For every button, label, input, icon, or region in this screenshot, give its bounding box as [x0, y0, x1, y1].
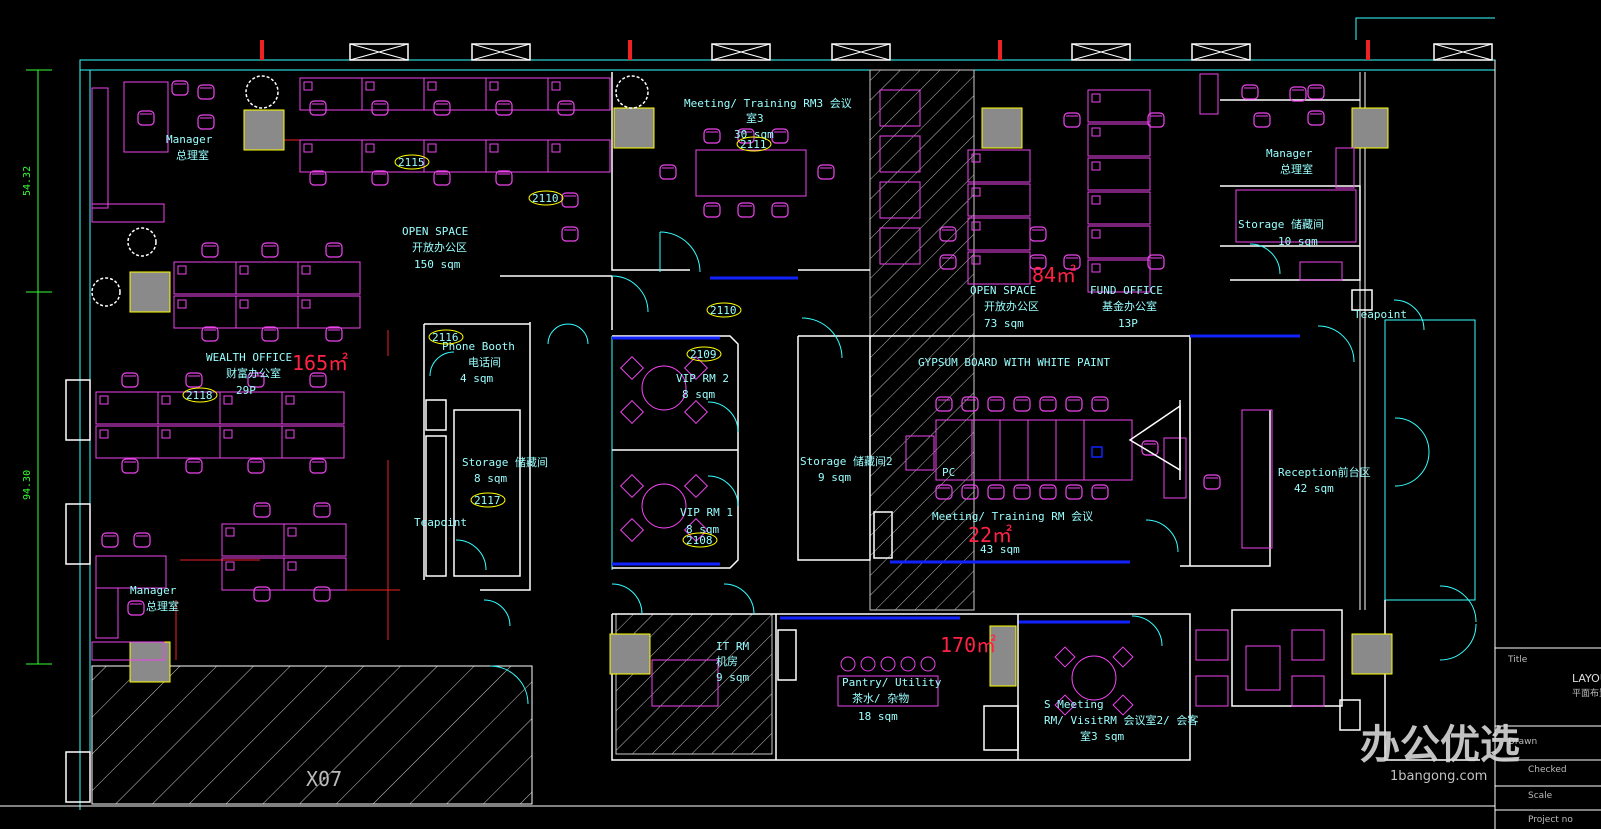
- tag-2117: 2117: [474, 494, 501, 507]
- label-pc: PC: [942, 466, 955, 479]
- tb-scale: Scale: [1528, 791, 1553, 801]
- area-meeting: 22㎡: [968, 523, 1012, 547]
- tb-title: Title: [1507, 655, 1528, 665]
- tag-2108: 2108: [686, 534, 713, 547]
- label-gypsum: GYPSUM BOARD WITH WHITE PAINT: [918, 356, 1110, 369]
- hatch-label: X07: [306, 767, 342, 791]
- building-columns: [129, 107, 1393, 687]
- tb-layout: LAYOU: [1572, 672, 1601, 685]
- dimension-top: 54.32: [22, 166, 33, 196]
- window-panels: [65, 40, 1493, 803]
- outer-walls: [0, 17, 1496, 829]
- tag-2116: 2116: [432, 331, 459, 344]
- title-block: Title LAYOU 平面布置 Drawn Checked Scale Pro…: [1495, 647, 1601, 825]
- area-wealth: 165㎡: [292, 351, 348, 375]
- tag-2110a: 2110: [532, 192, 559, 205]
- area-marks: 165㎡ 84㎡ 22㎡ 170㎡: [292, 263, 1076, 657]
- workstations: [95, 77, 1151, 591]
- dimension-bottom: 94.30: [22, 470, 33, 500]
- tag-2110b: 2110: [710, 304, 737, 317]
- area-open-right: 84㎡: [1032, 263, 1076, 287]
- vip-chairs: [619, 355, 1134, 716]
- tag-2118: 2118: [186, 389, 213, 402]
- tb-project: Project no: [1528, 815, 1573, 825]
- label-teapoint-right: Teapoint: [1354, 308, 1407, 321]
- plant-icons: [91, 75, 649, 307]
- room-tags: 2115 2110 2111 2110 2116 2109 2118 2108 …: [182, 136, 772, 548]
- watermark-sub: 1bangong.com: [1390, 769, 1487, 784]
- dimension-line: 54.32 94.30: [22, 69, 52, 665]
- tag-2111: 2111: [740, 138, 767, 151]
- tag-2115: 2115: [398, 156, 425, 169]
- area-pantry: 170㎡: [940, 633, 996, 657]
- tb-checked: Checked: [1528, 765, 1567, 775]
- tag-2109: 2109: [690, 348, 717, 361]
- fixtures: [425, 289, 1373, 751]
- tb-drawn: Drawn: [1508, 737, 1537, 747]
- watermark-main: 办公优选: [1360, 722, 1520, 768]
- label-teapoint-left: Teapoint: [414, 516, 467, 529]
- tb-layout-cn: 平面布置: [1572, 687, 1601, 699]
- door-swings: [429, 231, 1477, 705]
- watermark: 办公优选 1bangong.com: [1360, 722, 1520, 784]
- tables: [91, 73, 1357, 707]
